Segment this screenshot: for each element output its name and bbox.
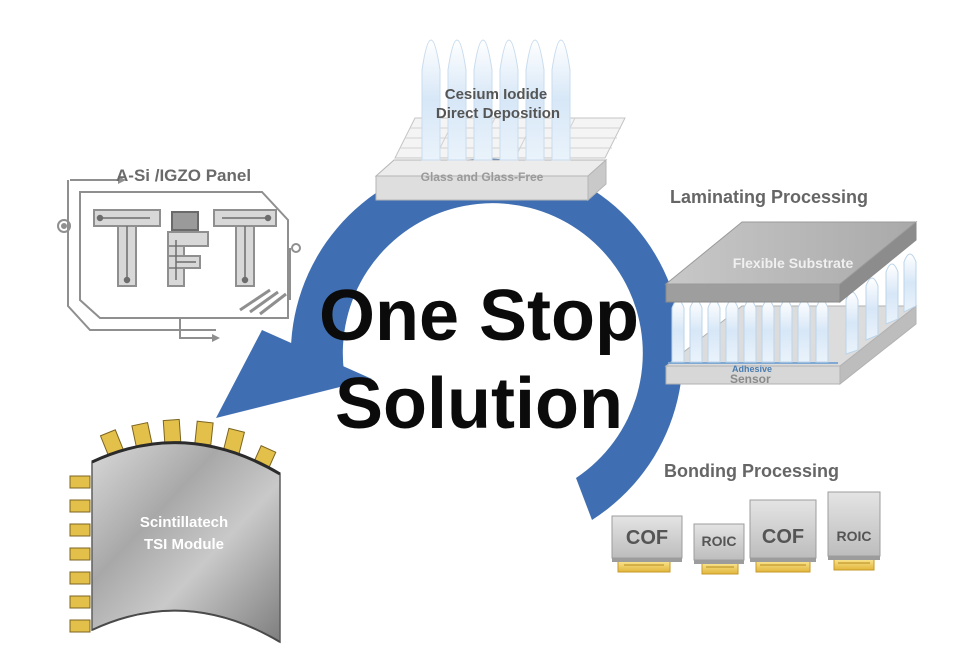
csi-base-label: Glass and Glass-Free	[420, 170, 544, 184]
tft-panel-graphic	[57, 176, 301, 342]
chip-label-cof-2: COF	[761, 526, 805, 548]
chip-label-roic-1: ROIC	[701, 533, 737, 549]
panel-title: A-Si /IGZO Panel	[116, 166, 252, 185]
chip-label-roic-2: ROIC	[836, 528, 872, 544]
bonding-chips-graphic	[611, 491, 881, 575]
laminating-title: Laminating Processing	[670, 187, 869, 207]
csi-title-line1: Cesium Iodide	[444, 86, 548, 103]
cycle-arrow	[216, 158, 683, 520]
csi-deposition-graphic	[374, 39, 626, 202]
module-title-line1: Scintillatech	[139, 514, 229, 531]
laminating-bottom-label: Sensor	[730, 372, 771, 386]
center-title-line1: One Stop	[319, 276, 639, 356]
laminating-graphic	[664, 220, 918, 386]
bonding-title: Bonding Processing	[664, 461, 840, 481]
laminating-adhesive-label: Adhesive	[732, 364, 773, 374]
center-title-line2: Solution	[335, 364, 623, 444]
chip-label-cof-1: COF	[625, 527, 669, 549]
csi-title-line2: Direct Deposition	[435, 105, 561, 122]
tsi-module-graphic	[69, 418, 281, 644]
laminating-top-label: Flexible Substrate	[732, 255, 854, 271]
module-title-line2: TSI Module	[144, 536, 224, 553]
